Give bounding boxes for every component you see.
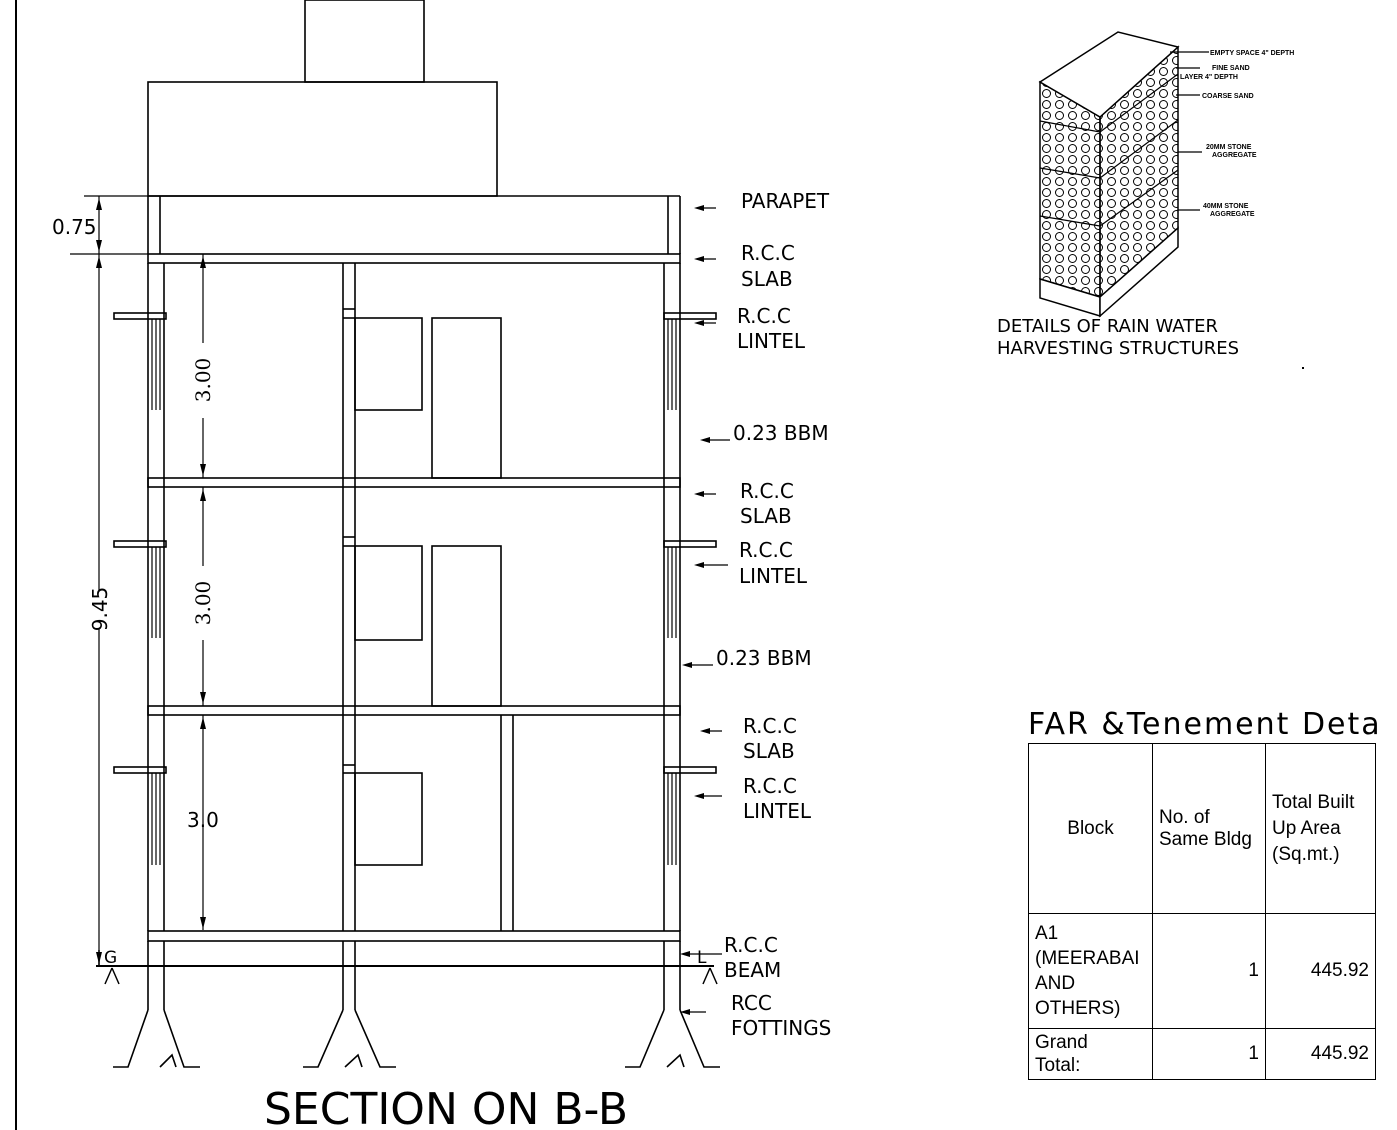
rwh-layer-20mm-b: AGGREGATE — [1212, 152, 1257, 159]
dim-total-height: 9.45 — [88, 587, 112, 632]
stray-dot — [1302, 367, 1304, 369]
label-bbm2: 0.23 BBM — [716, 646, 812, 670]
cell-block-line4: OTHERS) — [1035, 998, 1121, 1019]
rwh-layer-coarse: COARSE SAND — [1202, 93, 1254, 100]
label-lintel3-a: R.C.C — [743, 774, 797, 798]
label-slab2-b: SLAB — [740, 504, 792, 528]
label-lintel2-a: R.C.C — [739, 538, 793, 562]
dim-floor2: 3.00 — [191, 581, 215, 626]
header-same-line1: No. of — [1159, 806, 1210, 828]
label-beam-a: R.C.C — [724, 933, 778, 957]
cell-block-line3: AND — [1035, 973, 1076, 994]
label-slab2-a: R.C.C — [740, 479, 794, 503]
cell-block-line2: (MEERABAI — [1035, 948, 1140, 969]
rwh-layer-40mm-a: 40MM STONE — [1203, 203, 1249, 210]
window-floor2 — [354, 545, 423, 641]
section-b-b — [70, 0, 730, 1068]
rwh-layer-empty: EMPTY SPACE 4" DEPTH — [1210, 50, 1294, 57]
second-floor-slab — [147, 477, 681, 488]
window-floor1 — [354, 772, 423, 866]
dim-parapet: 0.75 — [52, 215, 97, 239]
header-block: Block — [1028, 743, 1153, 914]
far-table: Block No. of Same Bldg Total Built Up Ar… — [1028, 743, 1376, 1080]
label-bbm1: 0.23 BBM — [733, 421, 829, 445]
rwh-layer-fine-b: LAYER 4" DEPTH — [1180, 74, 1238, 81]
label-slab3-a: R.C.C — [743, 714, 797, 738]
table-row: Grand Total: 1 445.92 — [1028, 1028, 1376, 1080]
cell-block-line1: A1 — [1035, 923, 1059, 944]
table-row: A1 (MEERABAI AND OTHERS) 1 445.92 — [1028, 913, 1376, 1029]
label-lintel2-b: LINTEL — [739, 564, 808, 588]
section-title: SECTION ON B-B — [264, 1084, 628, 1130]
rwh-layer-fine-a: FINE SAND — [1212, 65, 1250, 72]
lintel-level-mark: L — [697, 948, 707, 968]
ground-level-mark: G — [104, 948, 117, 968]
cell-block: A1 (MEERABAI AND OTHERS) — [1028, 913, 1153, 1029]
header-area-line2: Up Area — [1272, 817, 1341, 839]
cell-same-bldg: 1 — [1152, 913, 1266, 1029]
rwh-caption-line1: DETAILS OF RAIN WATER — [997, 316, 1218, 337]
rwh-layer-20mm-a: 20MM STONE — [1206, 144, 1252, 151]
door-floor2 — [431, 545, 502, 707]
label-footings-a: RCC — [731, 991, 772, 1015]
header-same-bldg: No. of Same Bldg — [1152, 743, 1266, 914]
header-area-line3: (Sq.mt.) — [1272, 843, 1340, 865]
cell-same-bldg: 1 — [1152, 1028, 1266, 1080]
far-title: FAR &Tenement Deta — [1028, 707, 1382, 742]
roof-slab — [147, 253, 681, 264]
label-lintel1-a: R.C.C — [737, 304, 791, 328]
rwh-layer-40mm-b: AGGREGATE — [1210, 211, 1255, 218]
rain-water-harvesting-detail — [1038, 31, 1209, 318]
first-floor-slab — [147, 705, 681, 716]
headroom-box — [304, 0, 425, 83]
header-same-line2: Same Bldg — [1159, 828, 1252, 850]
dim-floor3: 3.00 — [191, 358, 215, 403]
label-lintel1-b: LINTEL — [737, 329, 806, 353]
label-beam-b: BEAM — [724, 958, 781, 982]
label-parapet: PARAPET — [741, 189, 830, 213]
cell-area: 445.92 — [1265, 1028, 1376, 1080]
window-floor3 — [354, 317, 423, 411]
label-lintel3-b: LINTEL — [743, 799, 812, 823]
label-slab3-b: SLAB — [743, 739, 795, 763]
door-floor3 — [431, 317, 502, 479]
header-area: Total Built Up Area (Sq.mt.) — [1265, 743, 1376, 914]
rwh-caption-line2: HARVESTING STRUCTURES — [997, 338, 1239, 359]
label-footings-b: FOTTINGS — [731, 1016, 831, 1040]
cell-area: 445.92 — [1265, 913, 1376, 1029]
footings — [113, 1009, 720, 1068]
stair-room — [147, 81, 498, 197]
cell-block: Grand Total: — [1028, 1028, 1153, 1080]
cell-block-line1: Grand — [1035, 1032, 1088, 1053]
cell-block-line2: Total: — [1035, 1055, 1081, 1076]
dim-floor1: 3.0 — [187, 808, 219, 832]
header-area-line1: Total Built — [1272, 791, 1355, 813]
label-slab1-b: SLAB — [741, 267, 793, 291]
plinth-beam — [147, 930, 681, 942]
label-slab1-a: R.C.C — [741, 241, 795, 265]
table-header-row: Block No. of Same Bldg Total Built Up Ar… — [1028, 743, 1376, 914]
